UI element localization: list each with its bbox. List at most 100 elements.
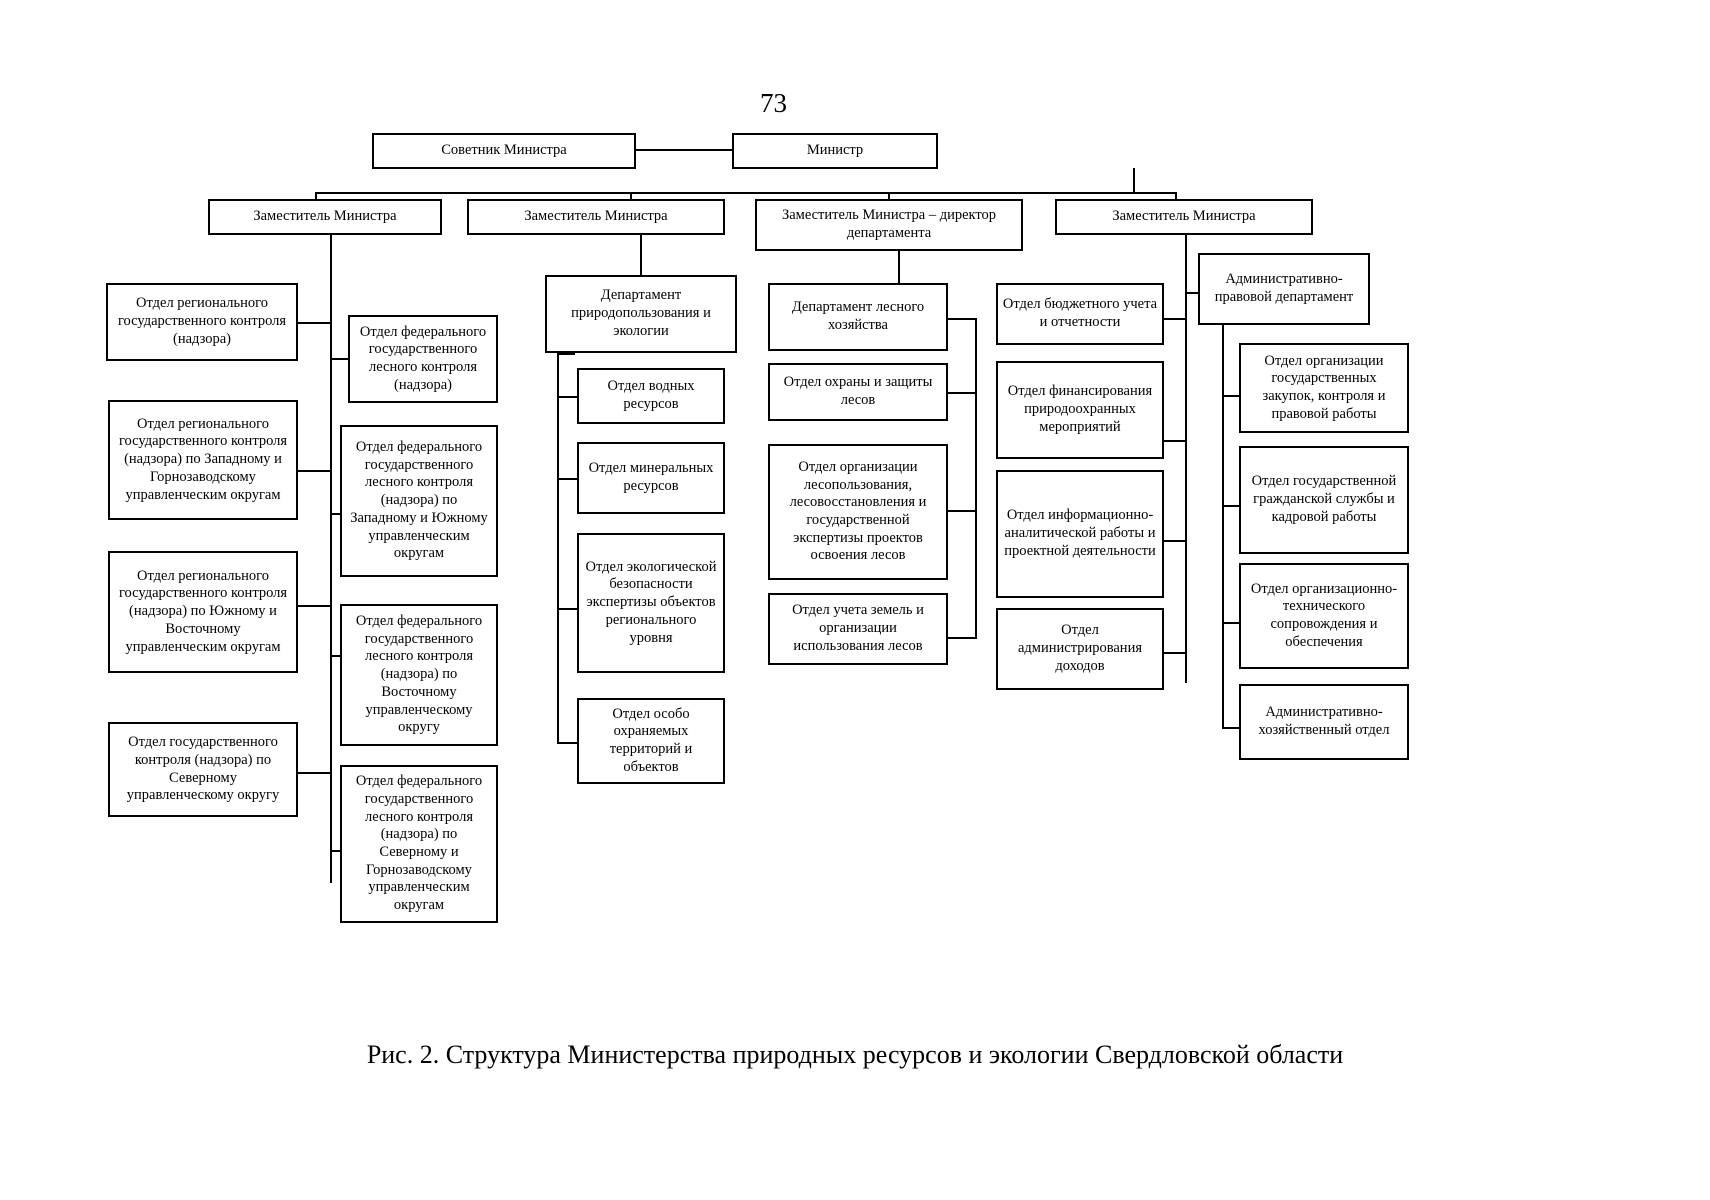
connector-dept1-d: [557, 742, 577, 744]
connector-d1-l4: [297, 772, 332, 774]
node-admin-economic-dept[interactable]: Административно-хозяйственный отдел: [1239, 684, 1409, 760]
node-regional-control[interactable]: Отдел регионального государственного кон…: [106, 283, 298, 361]
connector-d4-b1: [1163, 318, 1187, 320]
node-civil-service-hr-label: Отдел государственной гражданской службы…: [1251, 473, 1397, 525]
connector-d1-f4: [330, 850, 348, 852]
connector-adm-a3: [1222, 622, 1239, 624]
node-regional-control-south[interactable]: Отдел регионального государственного кон…: [108, 551, 298, 673]
connector-adm-a2: [1222, 505, 1239, 507]
node-procurement-legal-work[interactable]: Отдел организации государственных закупо…: [1239, 343, 1409, 433]
node-water-resources-label: Отдел водных ресурсов: [607, 378, 695, 412]
node-mineral-resources-label: Отдел минеральных ресурсов: [588, 460, 714, 494]
connector-adm-a1: [1222, 395, 1239, 397]
node-deputy-2[interactable]: Заместитель Министра: [467, 199, 725, 235]
connector-drop-deputy2: [630, 192, 632, 200]
node-dept-nature-management[interactable]: Департамент природопользования и экологи…: [545, 275, 737, 353]
page-number: 73: [760, 88, 787, 118]
connector-dept2-top: [948, 318, 977, 320]
node-federal-forest-north-label: Отдел федерального государственного лесн…: [355, 773, 483, 914]
node-regional-control-south-label: Отдел регионального государственного кон…: [118, 567, 288, 655]
node-deputy-4-label: Заместитель Министра: [1112, 208, 1256, 225]
node-federal-forest-east[interactable]: Отдел федерального государственного лесн…: [340, 604, 498, 746]
node-forest-protection[interactable]: Отдел охраны и защиты лесов: [768, 363, 948, 421]
connector-dept2-spine: [975, 318, 977, 638]
connector-d1-f1: [330, 358, 348, 360]
node-deputy-3-label: Заместитель Министра – директор департам…: [781, 207, 997, 241]
connector-d1-l3: [297, 605, 332, 607]
node-dept-forestry[interactable]: Департамент лесного хозяйства: [768, 283, 948, 351]
connector-d1-l1: [297, 322, 332, 324]
connector-adm-a4: [1222, 727, 1239, 729]
node-deputy-3[interactable]: Заместитель Министра – директор департам…: [755, 199, 1023, 251]
connector-d1-f2: [330, 513, 348, 515]
connector-adm-spine: [1222, 318, 1224, 728]
node-state-control-north-label: Отдел государственного контроля (надзора…: [126, 734, 280, 804]
connector-d4-b3: [1163, 540, 1187, 542]
node-land-accounting[interactable]: Отдел учета земель и организации использ…: [768, 593, 948, 665]
node-deputy-1[interactable]: Заместитель Министра: [208, 199, 442, 235]
connector-dept1-c: [557, 608, 577, 610]
node-mineral-resources[interactable]: Отдел минеральных ресурсов: [577, 442, 725, 514]
node-forest-use-organization[interactable]: Отдел организации лесопользования, лесов…: [768, 444, 948, 580]
node-state-control-north[interactable]: Отдел государственного контроля (надзора…: [108, 722, 298, 817]
node-forest-use-organization-label: Отдел организации лесопользования, лесов…: [789, 458, 927, 564]
connector-d4-adm: [1185, 292, 1210, 294]
node-admin-legal-dept[interactable]: Административно-правовой департамент: [1198, 253, 1370, 325]
connector-d4-b4: [1163, 652, 1187, 654]
node-regional-control-west-label: Отдел регионального государственного кон…: [118, 415, 288, 503]
connector-dept1-spine: [557, 353, 559, 743]
node-regional-control-label: Отдел регионального государственного кон…: [117, 295, 287, 347]
node-dept-forestry-label: Департамент лесного хозяйства: [791, 299, 925, 333]
node-ecological-safety-label: Отдел экологической безопасности эксперт…: [585, 558, 717, 646]
connector-dept1-a: [557, 396, 577, 398]
node-deputy-1-label: Заместитель Министра: [253, 208, 397, 225]
connector-deputies-bus: [315, 192, 1175, 194]
connector-deputy2-stem: [640, 233, 642, 275]
connector-deputy1-spine: [330, 233, 332, 883]
node-org-tech-support-label: Отдел организационно-технического сопров…: [1250, 580, 1398, 650]
node-protected-territories[interactable]: Отдел особо охраняемых территорий и объе…: [577, 698, 725, 784]
node-org-tech-support[interactable]: Отдел организационно-технического сопров…: [1239, 563, 1409, 669]
node-info-analytical-work[interactable]: Отдел информационно-аналитической работы…: [996, 470, 1164, 598]
node-land-accounting-label: Отдел учета земель и организации использ…: [792, 602, 924, 654]
connector-drop-deputy3: [888, 192, 890, 200]
connector-dept1-b: [557, 478, 577, 480]
node-minister-label: Министр: [806, 142, 864, 159]
connector-d1-l2: [297, 470, 332, 472]
connector-drop-deputy1: [315, 192, 317, 200]
node-civil-service-hr[interactable]: Отдел государственной гражданской службы…: [1239, 446, 1409, 554]
node-dept-nature-management-label: Департамент природопользования и экологи…: [571, 287, 711, 339]
node-info-analytical-work-label: Отдел информационно-аналитической работы…: [1004, 507, 1156, 559]
node-ecological-safety[interactable]: Отдел экологической безопасности эксперт…: [577, 533, 725, 673]
node-regional-control-west[interactable]: Отдел регионального государственного кон…: [108, 400, 298, 520]
node-deputy-2-label: Заместитель Министра: [524, 208, 668, 225]
connector-dept1-top: [557, 353, 575, 355]
node-water-resources[interactable]: Отдел водных ресурсов: [577, 368, 725, 424]
node-protected-territories-label: Отдел особо охраняемых территорий и объе…: [609, 705, 693, 775]
figure-caption: Рис. 2. Структура Министерства природных…: [366, 1040, 1344, 1069]
node-budget-accounting[interactable]: Отдел бюджетного учета и отчетности: [996, 283, 1164, 345]
node-admin-economic-dept-label: Административно-хозяйственный отдел: [1258, 704, 1390, 738]
connector-minister-stem: [1133, 168, 1135, 193]
node-financing-env-measures[interactable]: Отдел финансирования природоохранных мер…: [996, 361, 1164, 459]
connector-dept2-b: [948, 510, 977, 512]
connector-dept2-a: [948, 392, 977, 394]
connector-d4-b2: [1163, 440, 1187, 442]
connector-dept2-c: [948, 637, 977, 639]
node-federal-forest-west-south[interactable]: Отдел федерального государственного лесн…: [340, 425, 498, 577]
node-forest-protection-label: Отдел охраны и защиты лесов: [783, 374, 933, 408]
node-income-administration[interactable]: Отдел администрирования доходов: [996, 608, 1164, 690]
connector-advisor-minister: [634, 149, 734, 151]
node-procurement-legal-work-label: Отдел организации государственных закупо…: [1262, 352, 1386, 422]
node-federal-forest-control[interactable]: Отдел федерального государственного лесн…: [348, 315, 498, 403]
connector-d1-f3: [330, 655, 348, 657]
node-income-administration-label: Отдел администрирования доходов: [1017, 622, 1142, 674]
connector-drop-deputy4: [1175, 192, 1177, 200]
node-deputy-4[interactable]: Заместитель Министра: [1055, 199, 1313, 235]
node-advisor[interactable]: Советник Министра: [372, 133, 636, 169]
node-federal-forest-north[interactable]: Отдел федерального государственного лесн…: [340, 765, 498, 923]
node-financing-env-measures-label: Отдел финансирования природоохранных мер…: [1007, 383, 1153, 435]
node-minister[interactable]: Министр: [732, 133, 938, 169]
node-advisor-label: Советник Министра: [441, 142, 567, 159]
